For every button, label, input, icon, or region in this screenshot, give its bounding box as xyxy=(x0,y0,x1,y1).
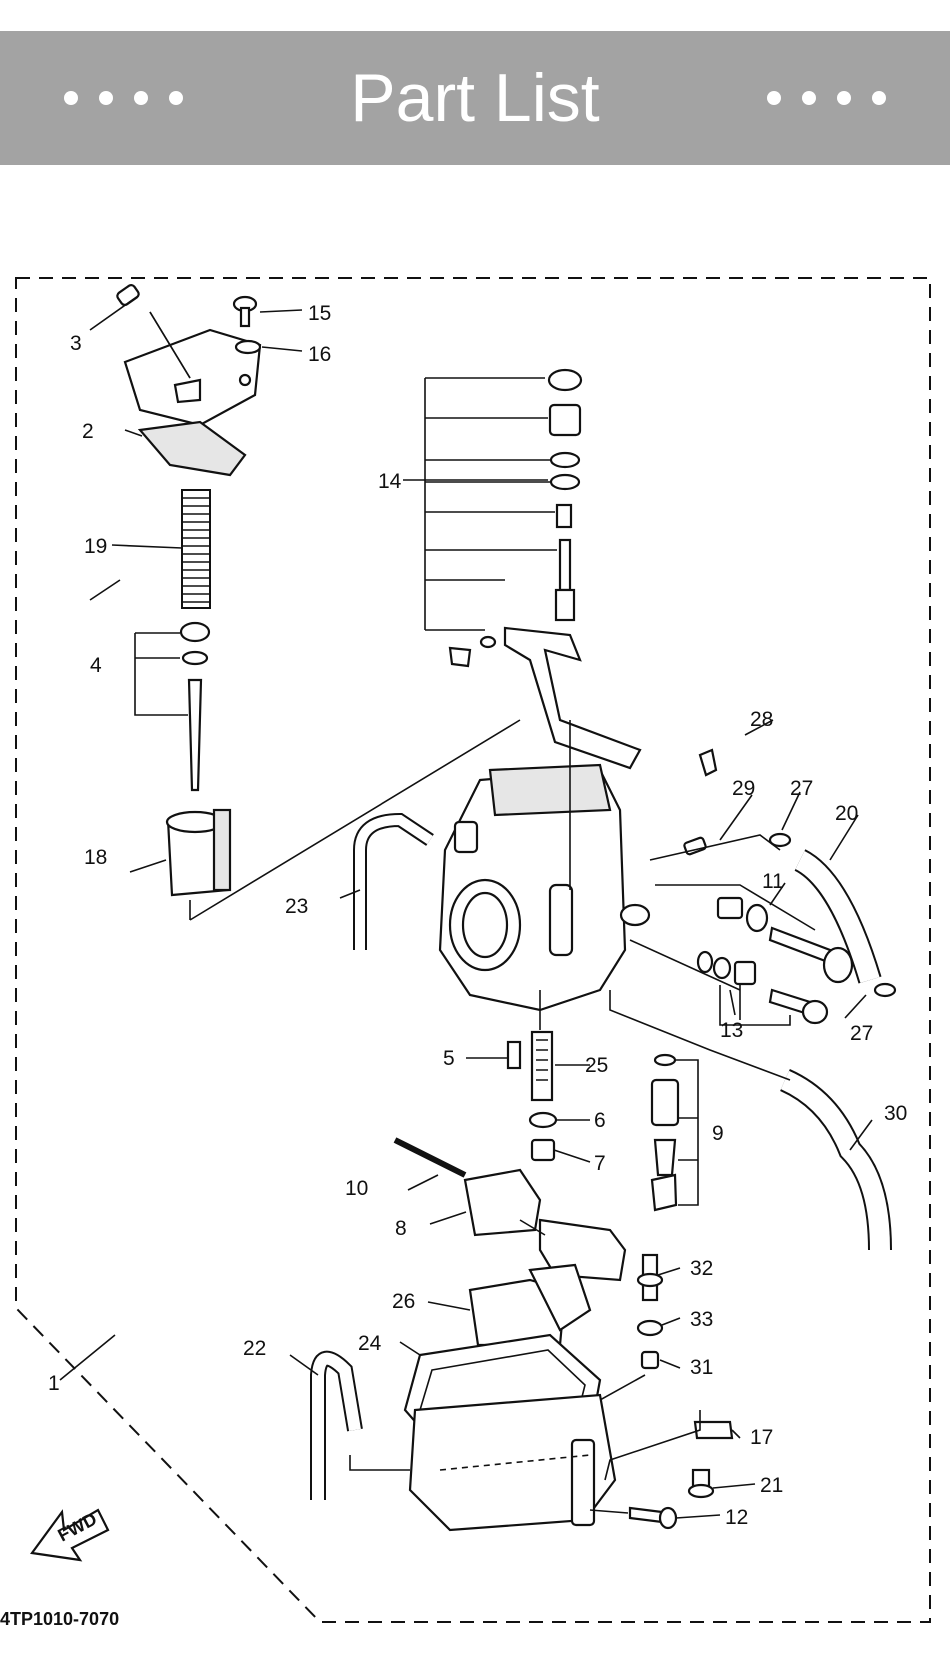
part-28-screw xyxy=(698,748,718,777)
part-6-washer xyxy=(528,1111,558,1129)
label-part-29[interactable]: 29 xyxy=(732,777,755,800)
part-16-washer xyxy=(234,339,262,355)
dot-icon xyxy=(872,91,886,105)
label-part-10[interactable]: 10 xyxy=(345,1177,368,1200)
label-part-11[interactable]: 11 xyxy=(762,870,784,893)
dot-icon xyxy=(134,91,148,105)
label-part-5[interactable]: 5 xyxy=(443,1047,455,1070)
label-part-12[interactable]: 12 xyxy=(725,1506,748,1529)
part-17-clamp xyxy=(604,1410,734,1481)
part-31-plug xyxy=(640,1350,660,1370)
label-part-7[interactable]: 7 xyxy=(594,1152,606,1175)
part-15-screw xyxy=(232,295,258,328)
label-part-26[interactable]: 26 xyxy=(392,1290,415,1313)
right-menu-button[interactable] xyxy=(703,91,950,105)
label-part-31[interactable]: 31 xyxy=(690,1356,713,1379)
label-part-15[interactable]: 15 xyxy=(308,302,331,325)
diagram-svg: FWD 3 2 19 4 18 23 15 16 14 28 29 27 20 … xyxy=(0,277,931,1629)
label-part-6[interactable]: 6 xyxy=(594,1109,606,1132)
label-part-19[interactable]: 19 xyxy=(84,535,107,558)
label-part-4[interactable]: 4 xyxy=(90,654,102,677)
part-4-needle xyxy=(134,621,211,792)
label-part-13[interactable]: 13 xyxy=(720,1019,743,1042)
assembly-frame xyxy=(15,277,931,1623)
label-part-3[interactable]: 3 xyxy=(70,332,82,355)
part-2-gasket xyxy=(137,420,247,477)
part-21-screw xyxy=(687,1468,715,1499)
part-14-top-set xyxy=(424,368,642,770)
label-part-23[interactable]: 23 xyxy=(285,895,308,918)
label-part-22[interactable]: 22 xyxy=(243,1337,266,1360)
label-part-20[interactable]: 20 xyxy=(835,802,858,825)
dot-icon xyxy=(802,91,816,105)
label-part-33[interactable]: 33 xyxy=(690,1308,713,1331)
label-part-27[interactable]: 27 xyxy=(790,777,813,800)
part-23-hose xyxy=(353,812,434,950)
part-11-screw-set xyxy=(655,884,854,984)
label-part-17[interactable]: 17 xyxy=(750,1426,773,1449)
part-10-pin xyxy=(393,1137,467,1178)
label-part-21[interactable]: 21 xyxy=(760,1474,783,1497)
part-5-pilot-jet xyxy=(506,1040,522,1070)
left-menu-button[interactable] xyxy=(0,91,247,105)
label-part-24[interactable]: 24 xyxy=(358,1332,382,1355)
dot-icon xyxy=(837,91,851,105)
drawing-code: 4TP1010-7070 xyxy=(0,1609,119,1629)
label-part-14[interactable]: 14 xyxy=(378,470,402,493)
part-9-float-valve xyxy=(650,1053,699,1212)
part-18-throttle-valve xyxy=(165,808,232,897)
dot-icon xyxy=(767,91,781,105)
label-part-2[interactable]: 2 xyxy=(82,420,94,443)
part-32-valve-seat xyxy=(636,1253,664,1302)
label-part-28[interactable]: 28 xyxy=(750,708,773,731)
part-27-clip xyxy=(768,832,792,848)
label-part-16[interactable]: 16 xyxy=(308,343,331,366)
part-13-screw-set xyxy=(629,939,829,1026)
label-part-27-lower[interactable]: 27 xyxy=(850,1022,873,1045)
label-part-25[interactable]: 25 xyxy=(585,1054,608,1077)
part-26-bracket xyxy=(468,1263,592,1347)
label-part-1[interactable]: 1 xyxy=(48,1372,60,1395)
label-part-30[interactable]: 30 xyxy=(884,1102,907,1125)
top-cover xyxy=(123,311,262,427)
float-bowl xyxy=(408,1393,617,1532)
label-part-18[interactable]: 18 xyxy=(84,846,107,869)
label-part-8[interactable]: 8 xyxy=(395,1217,407,1240)
carburetor-body xyxy=(438,720,651,1012)
part-7-main-jet xyxy=(530,1138,556,1162)
app-header: Part List xyxy=(0,31,950,165)
dot-icon xyxy=(99,91,113,105)
part-29-jet xyxy=(683,836,707,856)
part-12-screw xyxy=(589,1506,678,1530)
fwd-arrow-icon: FWD xyxy=(30,1508,110,1562)
carburetor-exploded-diagram[interactable]: FWD 3 2 19 4 18 23 15 16 14 28 29 27 20 … xyxy=(0,250,950,1661)
part-33-o-ring xyxy=(636,1319,664,1337)
label-part-32[interactable]: 32 xyxy=(690,1257,713,1280)
dot-icon xyxy=(169,91,183,105)
part-19-spring xyxy=(181,489,211,609)
part-25-needle-jet xyxy=(530,1030,554,1102)
dot-icon xyxy=(64,91,78,105)
part-8-float xyxy=(463,1168,627,1282)
label-part-9[interactable]: 9 xyxy=(712,1122,724,1145)
